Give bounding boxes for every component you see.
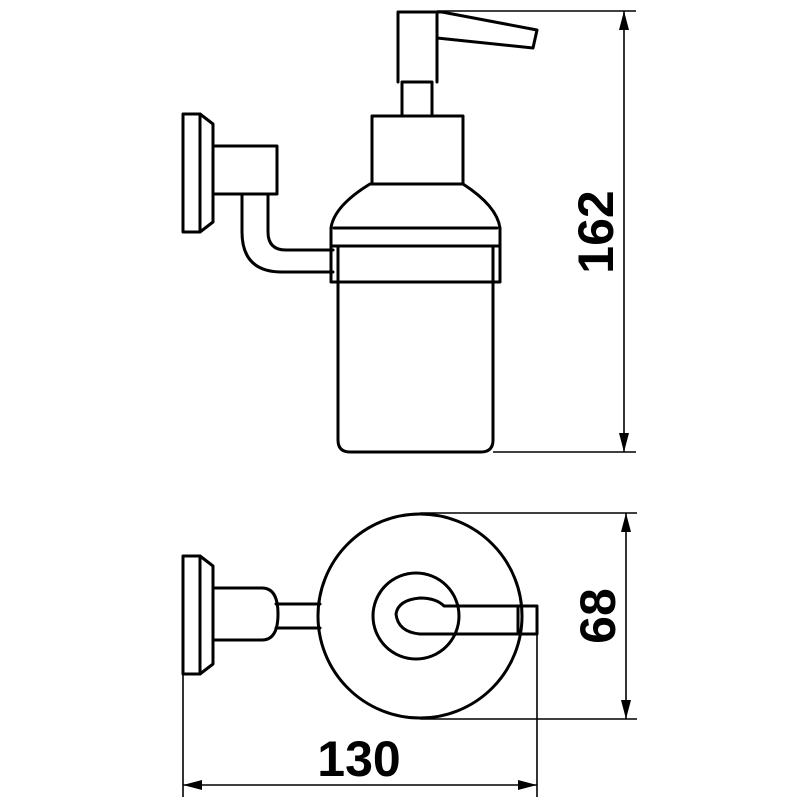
height-label: 162 [568, 190, 624, 273]
width-arrow-bottom [621, 700, 631, 719]
height-arrow-bottom [619, 433, 629, 452]
front-clamp-ring [329, 244, 502, 284]
top-wall-plate [181, 554, 215, 676]
front-bottle-body [336, 280, 495, 454]
front-view [181, 10, 539, 454]
depth-arrow-right [518, 780, 537, 790]
height-arrow-top [619, 11, 629, 30]
front-wall-plate [181, 112, 215, 234]
width-label: 68 [570, 588, 626, 644]
front-pump-stem [400, 80, 434, 118]
top-spout [394, 596, 539, 636]
top-arm-collar [211, 586, 280, 642]
height-dimension: 162 [437, 10, 636, 453]
width-dimension: 68 [420, 512, 637, 720]
top-outer-circle [316, 512, 524, 720]
top-inner-circle [371, 571, 461, 661]
width-arrow-top [621, 513, 631, 532]
front-pump-collar [370, 114, 465, 186]
depth-dimension: 130 [182, 634, 538, 797]
front-arm-collar [211, 144, 279, 196]
depth-arrow-left [183, 780, 202, 790]
top-view [181, 512, 539, 720]
front-pump-spout [435, 10, 539, 50]
top-arm-bar [274, 602, 322, 630]
front-bottle-shoulder [329, 182, 502, 248]
front-pump-head [396, 10, 439, 84]
front-arm [240, 192, 335, 274]
depth-label: 130 [317, 731, 400, 787]
